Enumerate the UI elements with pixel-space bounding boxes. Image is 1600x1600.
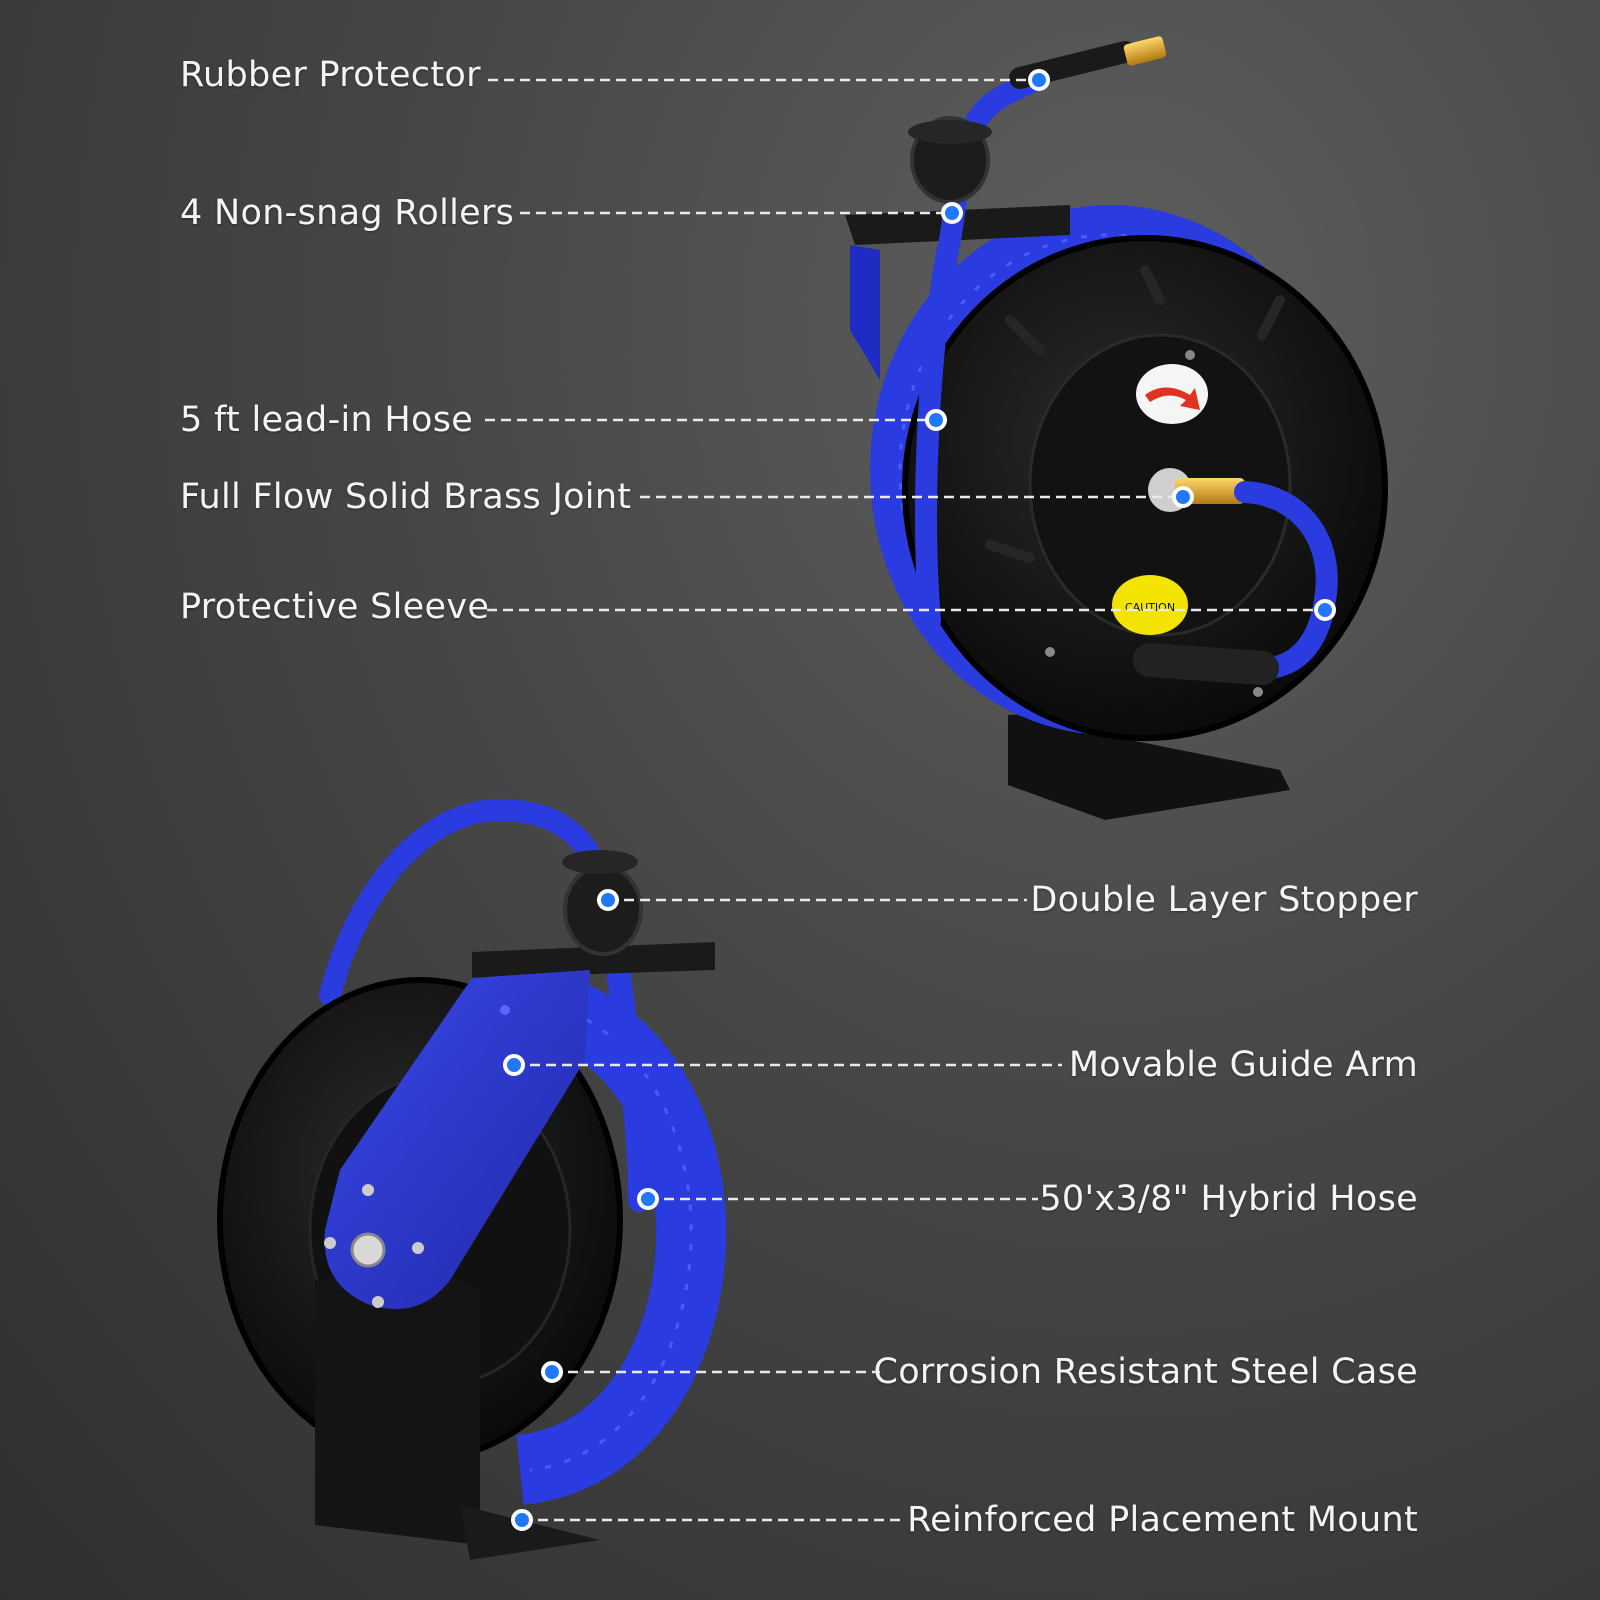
callout-label-hybrid-hose: 50'x3/8" Hybrid Hose	[1039, 1179, 1418, 1219]
non-snag-rollers-dot	[941, 202, 963, 224]
top-hose-reel: CAUTION	[845, 36, 1388, 820]
steel-case-dot	[541, 1361, 563, 1383]
top-bracket	[850, 245, 880, 380]
callout-label-steel-case: Corrosion Resistant Steel Case	[873, 1352, 1418, 1392]
bottom-center-bolt	[350, 1232, 386, 1268]
callout-label-non-snag-rollers: 4 Non-snag Rollers	[180, 193, 515, 233]
bottom-foot	[460, 1505, 600, 1560]
rubber-protector-dot	[1028, 69, 1050, 91]
top-bolt	[1185, 350, 1195, 360]
placement-mount-dot	[511, 1509, 533, 1531]
bottom-stand	[315, 1270, 480, 1545]
callout-label-double-layer-stopper: Double Layer Stopper	[1030, 880, 1418, 920]
bottom-bolt	[362, 1184, 374, 1196]
rotation-arrow-icon	[1145, 387, 1200, 410]
warning-sticker	[1112, 575, 1188, 635]
callout-label-rubber-protector: Rubber Protector	[180, 55, 481, 95]
bottom-bolt	[372, 1296, 384, 1308]
top-base-mount	[1008, 710, 1290, 820]
warning-sticker-text: CAUTION	[1125, 601, 1175, 614]
callout-leaders	[485, 78, 1325, 1522]
callout-label-lead-in-hose: 5 ft lead-in Hose	[180, 400, 474, 440]
bottom-bolt	[412, 1242, 424, 1254]
bottom-hose-reel	[217, 798, 727, 1560]
top-flange-ribs	[985, 265, 1285, 563]
top-inner-hose	[1234, 481, 1338, 680]
bottom-guide-arm	[324, 970, 590, 1310]
bottom-stopper	[563, 864, 643, 956]
movable-guide-arm-dot	[503, 1054, 525, 1076]
protective-sleeve-dot	[1314, 599, 1336, 621]
top-bolt	[1045, 647, 1055, 657]
hybrid-hose-dot	[637, 1188, 659, 1210]
protective-sleeve-part	[1133, 643, 1279, 685]
bottom-stopper-cap	[562, 850, 638, 874]
brass-joint-dot	[1172, 486, 1194, 508]
callout-label-protective-sleeve: Protective Sleeve	[180, 587, 490, 627]
top-lead-in-hose	[915, 69, 1046, 631]
callout-label-movable-guide-arm: Movable Guide Arm	[1068, 1045, 1418, 1085]
top-bolt	[1253, 687, 1263, 697]
bottom-guide-plate	[472, 942, 715, 978]
top-stopper-cap	[908, 120, 992, 144]
bottom-outgoing-hose	[319, 798, 611, 1006]
top-hose-fitting	[1123, 36, 1167, 66]
bottom-bolt	[324, 1237, 336, 1249]
lead-in-hose-dot	[925, 409, 947, 431]
callout-label-placement-mount: Reinforced Placement Mount	[907, 1500, 1418, 1540]
callout-label-brass-joint: Full Flow Solid Brass Joint	[180, 477, 632, 517]
bottom-bolt	[500, 1005, 510, 1015]
callout-dots	[503, 69, 1336, 1531]
double-layer-stopper-dot	[597, 889, 619, 911]
